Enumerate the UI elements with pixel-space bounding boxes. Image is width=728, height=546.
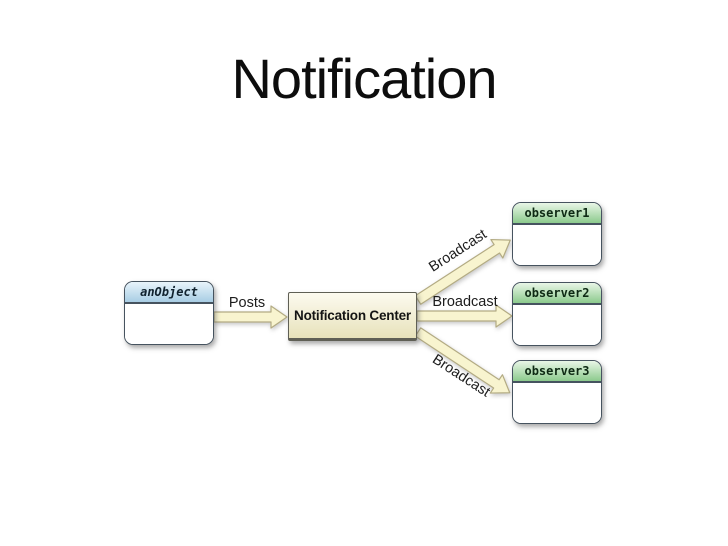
observer2-label: observer2 (524, 286, 590, 300)
anobject-box: anObject (124, 281, 214, 345)
observer3-box-body (513, 383, 601, 423)
posts-arrow (213, 305, 288, 329)
observer1-box: observer1 (512, 202, 602, 266)
observer2-box-header: observer2 (513, 283, 601, 305)
anobject-box-body (125, 304, 213, 344)
observer3-box: observer3 (512, 360, 602, 424)
anobject-label: anObject (140, 285, 198, 299)
observer3-box-header: observer3 (513, 361, 601, 383)
observer3-label: observer3 (524, 364, 590, 378)
broadcast-arrow-middle (416, 304, 513, 328)
broadcast-arrow-top (414, 238, 511, 305)
observer1-box-body (513, 225, 601, 265)
observer1-label: observer1 (524, 206, 590, 220)
slide-title: Notification (231, 47, 497, 110)
broadcast-label-middle: Broadcast (432, 294, 498, 310)
notification-center-box: Notification Center (288, 292, 417, 341)
observer1-box-header: observer1 (513, 203, 601, 225)
broadcast-arrow-bottom (414, 327, 511, 394)
observer2-box: observer2 (512, 282, 602, 346)
posts-label: Posts (228, 295, 266, 311)
notification-center-label: Notification Center (294, 308, 411, 323)
observer2-box-body (513, 305, 601, 345)
anobject-box-header: anObject (125, 282, 213, 304)
